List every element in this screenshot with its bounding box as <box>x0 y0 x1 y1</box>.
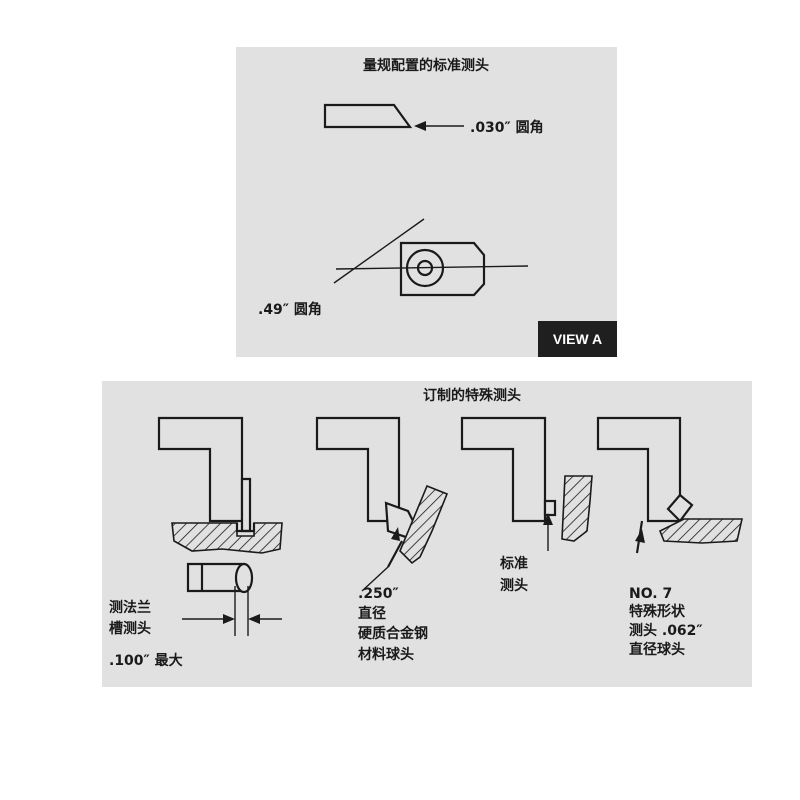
flange-label-line1: 测法兰 <box>109 600 151 616</box>
probe-tip-profile <box>323 103 413 129</box>
no7-special-probe <box>596 416 744 554</box>
standard-probe <box>460 416 593 551</box>
standard-label-line2: 测头 <box>500 578 528 594</box>
no7-label-line3: 测头 .062″ <box>629 623 703 639</box>
view-a-badge: VIEW A <box>538 321 617 357</box>
special-probes-panel: 订制的特殊测头 <box>102 381 752 687</box>
label-049-radius: .49″ 圆角 <box>258 302 322 318</box>
special-probes-title: 订制的特殊测头 <box>423 388 521 404</box>
arrow-030 <box>414 121 426 131</box>
ball250-label-line1: .250″ <box>358 586 399 602</box>
standard-probe-drawing <box>323 103 529 297</box>
standard-probe-title: 量规配置的标准测头 <box>363 58 489 74</box>
standard-label-line1: 标准 <box>500 556 528 572</box>
ball250-label-line2: 直径 <box>358 606 386 622</box>
no7-label-line1: NO. 7 <box>629 586 673 602</box>
carbide-ball-probe <box>315 416 449 592</box>
flange-label-line3: .100″ 最大 <box>109 653 183 669</box>
flange-groove-probe <box>157 416 283 636</box>
flange-label-line2: 槽测头 <box>109 621 151 637</box>
ball-outer <box>405 248 445 288</box>
special-probes-drawing <box>157 416 744 636</box>
ball-inner <box>416 259 434 277</box>
label-030-radius: .030″ 圆角 <box>470 120 544 136</box>
probe-body <box>399 241 486 297</box>
ball250-label-line3: 硬质合金钢 <box>358 626 428 642</box>
tangent-line <box>333 218 425 284</box>
standard-probe-panel: 量规配置的标准测头 .030″ 圆角 .49″ 圆角 VIEW A <box>236 47 617 357</box>
ball250-label-line4: 材料球头 <box>358 647 414 663</box>
no7-label-line2: 特殊形状 <box>629 604 685 620</box>
no7-label-line4: 直径球头 <box>629 642 685 658</box>
